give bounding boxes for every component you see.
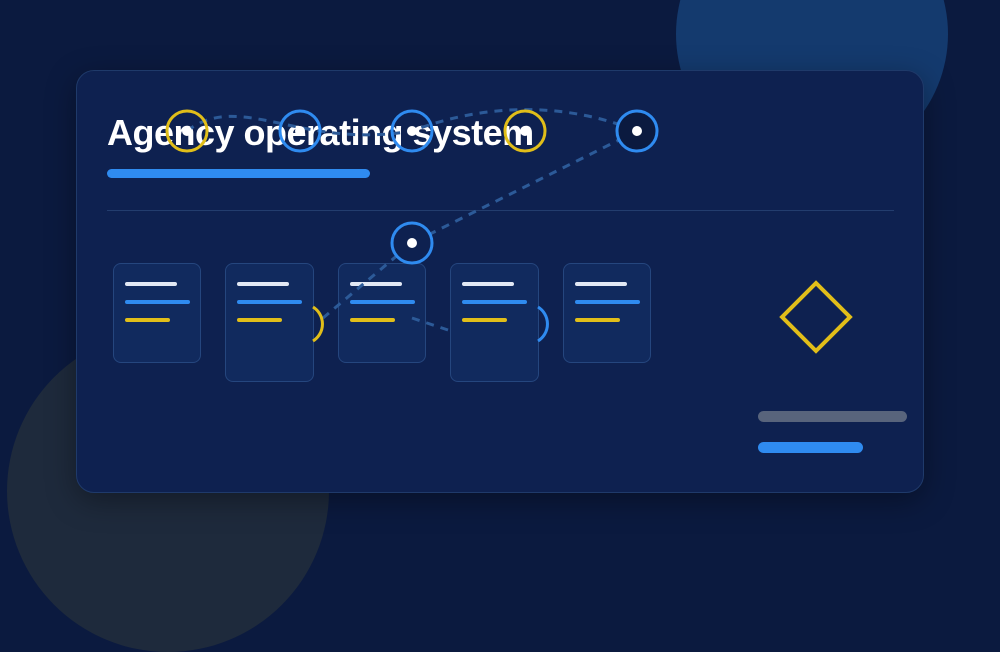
main-card: Agency operating system bbox=[76, 70, 924, 493]
diamond-outline-icon bbox=[779, 280, 853, 354]
step-card-line-white bbox=[575, 282, 627, 286]
step-card-line-white bbox=[237, 282, 289, 286]
step-card-line-yellow bbox=[462, 318, 507, 322]
step-card-line-blue bbox=[350, 300, 415, 304]
step-card-line-yellow bbox=[237, 318, 282, 322]
step-card-line-white bbox=[350, 282, 402, 286]
step-card-line-blue bbox=[125, 300, 190, 304]
placeholder-bar-gray bbox=[758, 411, 907, 422]
card-divider bbox=[107, 210, 894, 211]
placeholder-bar-blue bbox=[758, 442, 863, 453]
card-title: Agency operating system bbox=[107, 112, 534, 153]
step-card-3 bbox=[338, 263, 426, 363]
title-underline bbox=[107, 169, 370, 178]
step-card-line-white bbox=[125, 282, 177, 286]
step-card-line-blue bbox=[462, 300, 527, 304]
step-card-2 bbox=[225, 263, 314, 382]
step-card-line-blue bbox=[575, 300, 640, 304]
step-card-5 bbox=[563, 263, 651, 363]
step-card-line-blue bbox=[237, 300, 302, 304]
step-card-4 bbox=[450, 263, 539, 382]
step-card-line-white bbox=[462, 282, 514, 286]
step-card-1 bbox=[113, 263, 201, 363]
step-card-line-yellow bbox=[575, 318, 620, 322]
step-card-line-yellow bbox=[350, 318, 395, 322]
step-card-line-yellow bbox=[125, 318, 170, 322]
